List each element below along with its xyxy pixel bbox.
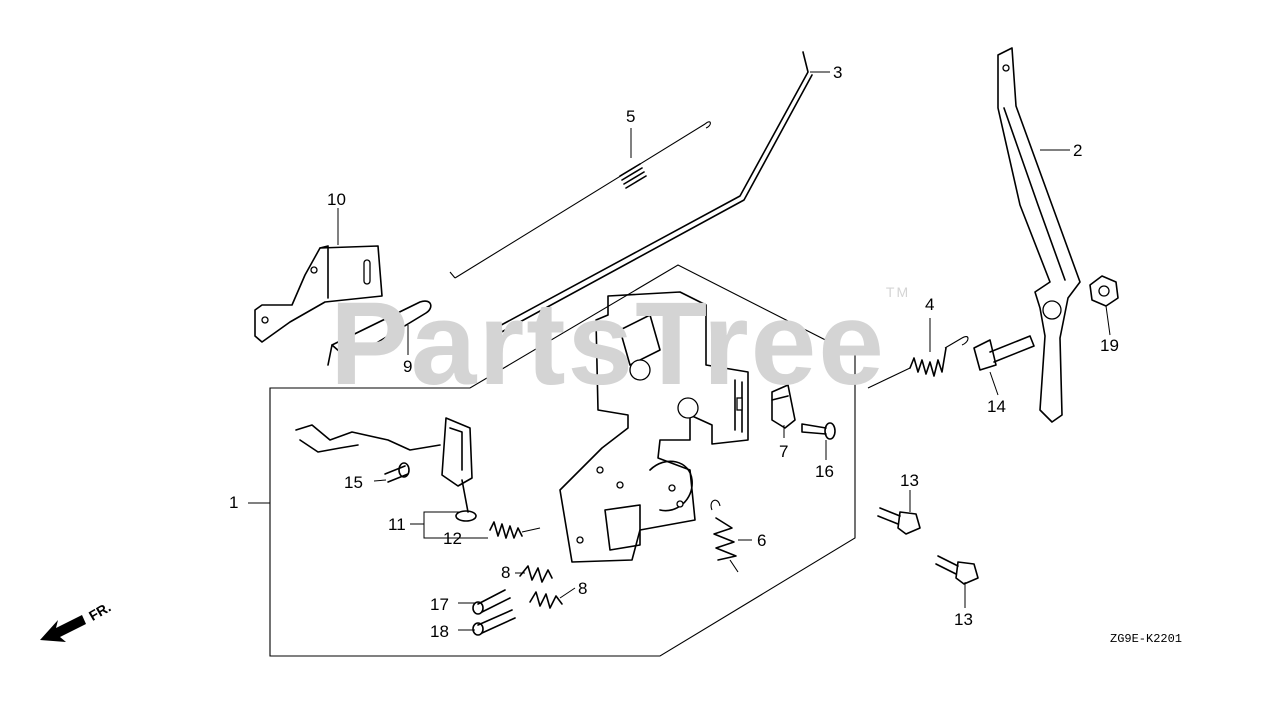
callout-13-lower[interactable]: 13 [954,610,973,629]
leader-lines [248,71,1111,631]
callout-14[interactable]: 14 [987,397,1006,416]
part-16-screw[interactable] [801,422,836,440]
part-6-spring[interactable] [710,499,739,573]
callout-9[interactable]: 9 [403,357,413,376]
part-15-screw[interactable] [384,462,410,483]
watermark: PartsTreeTM [330,278,911,410]
callout-2[interactable]: 2 [1073,141,1083,160]
callout-10[interactable]: 10 [327,190,346,209]
part-1-main-bracket[interactable] [559,291,749,563]
callout-13-upper[interactable]: 13 [900,471,919,490]
part-11-lever-assembly[interactable] [295,417,477,522]
part-13-bolt-lower[interactable] [935,555,979,585]
part-8-spring-upper[interactable] [519,565,553,583]
callout-1[interactable]: 1 [229,493,239,512]
callout-19[interactable]: 19 [1100,336,1119,355]
callout-6[interactable]: 6 [757,531,767,550]
callout-12[interactable]: 12 [443,529,462,548]
callout-3[interactable]: 3 [833,63,843,82]
part-12-spring[interactable] [489,521,541,539]
front-direction-arrow-icon [40,615,86,642]
part-3-rod[interactable] [491,51,813,336]
part-8-spring-lower[interactable] [529,591,563,609]
part-14-pin[interactable] [973,335,1035,371]
diagram-code: ZG9E-K2201 [1110,632,1183,646]
callout-18[interactable]: 18 [430,622,449,641]
callout-16[interactable]: 16 [815,462,834,481]
callout-8-lower[interactable]: 8 [578,579,588,598]
callout-5[interactable]: 5 [626,107,636,126]
part-2-lever[interactable] [997,47,1081,423]
assembly-outline [269,264,856,657]
part-4-spring[interactable] [867,336,969,389]
part-10-bracket[interactable] [254,245,383,343]
callout-11[interactable]: 11 [388,515,406,534]
part-5-rod[interactable] [449,121,711,279]
part-9-spring[interactable] [327,300,432,366]
part-17-screw[interactable] [472,589,511,615]
callout-15[interactable]: 15 [344,473,363,492]
part-7-clip[interactable] [771,384,796,429]
callout-17[interactable]: 17 [430,595,449,614]
callout-7[interactable]: 7 [779,442,789,461]
callout-8-upper[interactable]: 8 [501,563,511,582]
part-18-screw[interactable] [472,609,516,636]
callout-4[interactable]: 4 [925,295,935,314]
part-19-nut[interactable] [1089,275,1119,307]
part-13-bolt-upper[interactable] [877,507,921,535]
